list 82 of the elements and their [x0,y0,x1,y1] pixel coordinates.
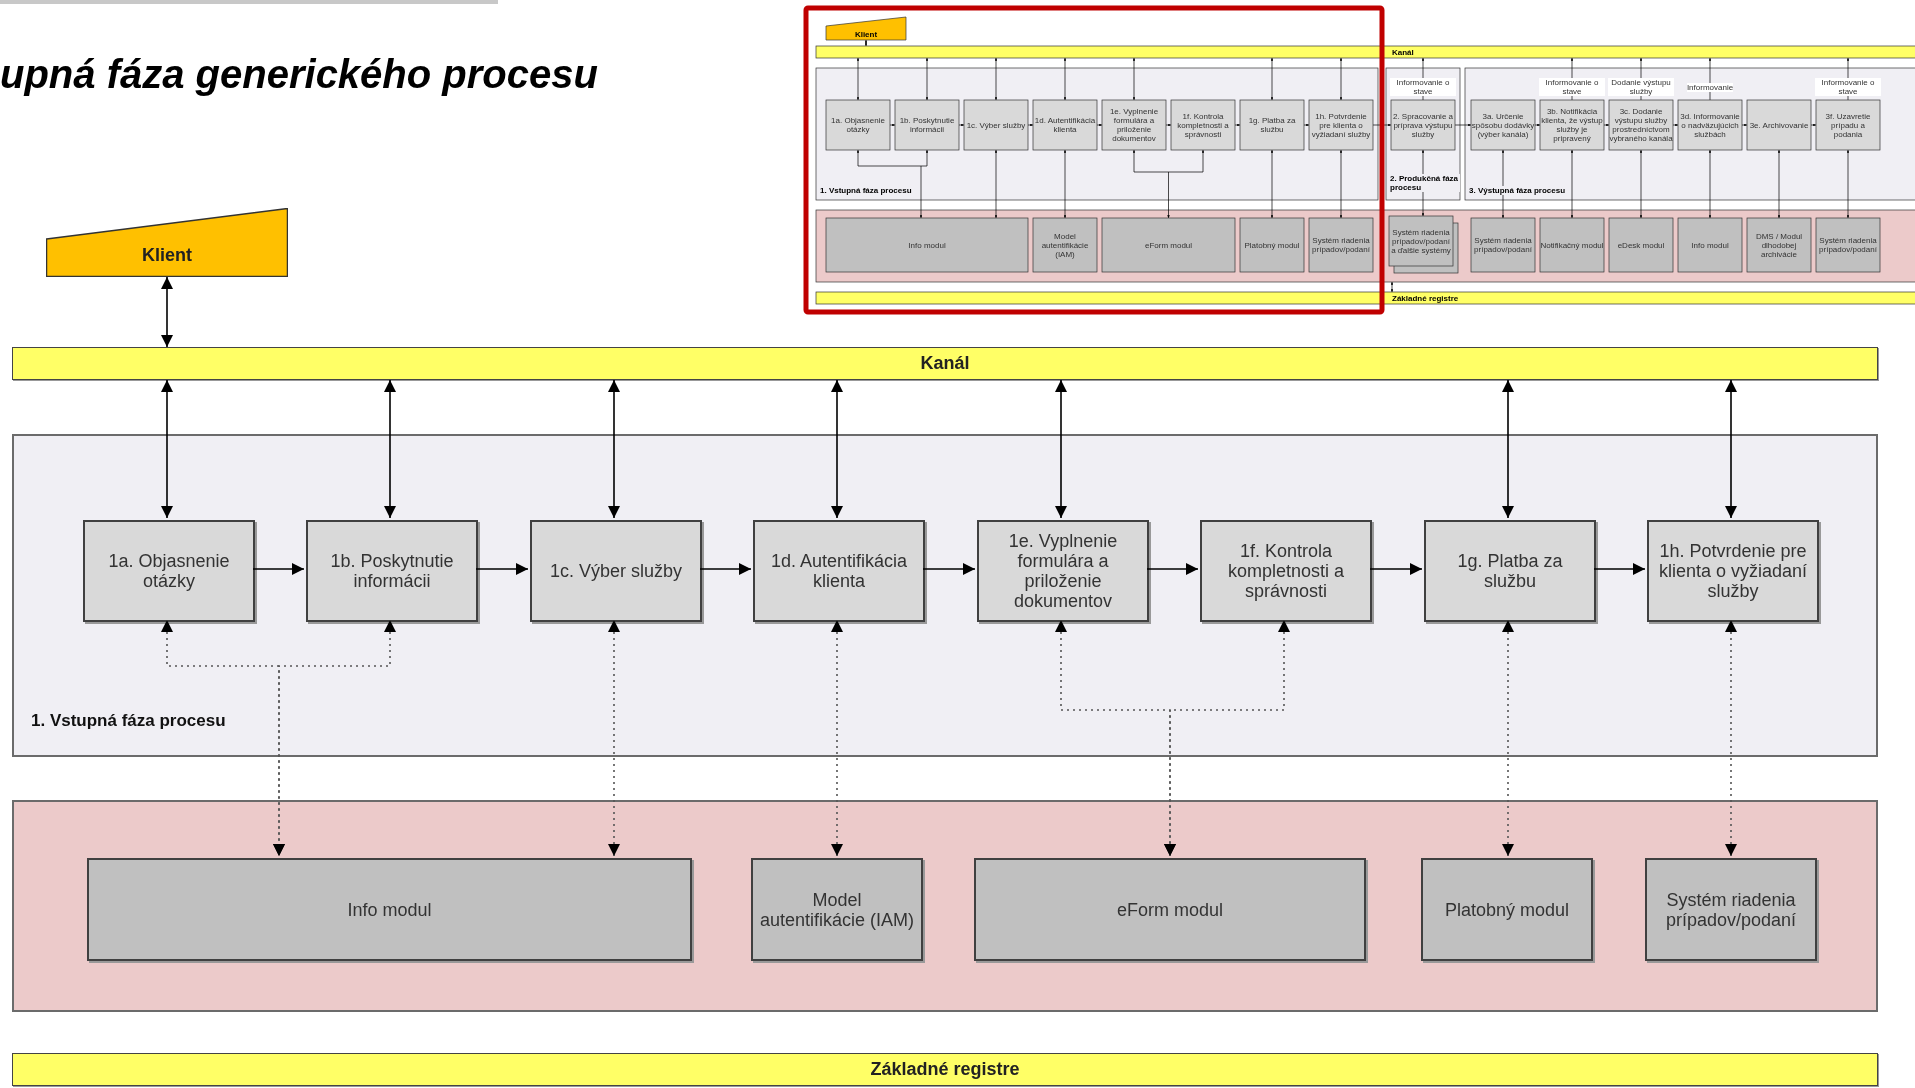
overview-step-text: 1d. Autentifikácia klienta [1033,116,1097,134]
band-background [12,800,1878,1012]
overview-step-text: 1f. Kontrola kompletnosti a správnosti [1176,111,1230,139]
arrow [1146,563,1199,575]
arrow [1055,379,1067,519]
overview-note: Informovanie [1686,82,1734,92]
module-box: Systém riadenia prípadov/podaní [1645,858,1817,961]
overview-module-text: Platobný modul [1244,240,1300,250]
arrow [831,379,843,519]
arrow [699,563,752,575]
module-box: Info modul [87,858,692,961]
phase-container [12,434,1878,757]
overview-step-text: 1g. Platba za službu [1247,116,1297,134]
overview-note: Informovanie o stave [1815,78,1881,96]
module-box: eForm modul [974,858,1366,961]
title: upná fáza generického procesu [0,51,598,98]
overview-note: Dodanie výstupu služby [1608,78,1674,96]
overview-note: Informovanie o stave [1390,78,1456,96]
overview-module-text: eForm modul [1144,240,1193,250]
overview-note: Informovanie o stave [1539,78,1605,96]
overview-step-text: 2. Spracovanie a príprava výstupu služby [1391,111,1454,139]
arrow [475,563,529,575]
arrow [1593,563,1646,575]
arrow [252,563,305,575]
dotted-connector [273,619,396,857]
overview-label: Kanál [1392,47,1414,57]
overview-heading: 1. Vstupná fáza procesu [820,186,912,195]
overview-step-text: 1e. Vyplnenie formulára a priloženie dokumentov [1108,107,1160,143]
overview-label: Základné registre [1392,293,1459,303]
overview-module-text: Systém riadenia prípadov/podaní [1311,236,1371,254]
dotted-connector [608,619,620,857]
overview-step-text: 3e. Archivovanie [1749,120,1809,130]
process-box: 1e. Vyplnenie formulára a priloženie dokumentov [977,520,1149,622]
overview-step-text: 1a. Objasnenie otázky [830,116,886,134]
overview-step-text: 3c. Dodanie výstupu služby prostredníctvom vybraného kanála [1609,107,1673,143]
process-box: 1b. Poskytnutie informácii [306,520,478,622]
process-box: 1f. Kontrola kompletnosti a správnosti [1200,520,1372,622]
module-box: Model autentifikácie (IAM) [751,858,923,961]
overview-step-text: 1b. Poskytnutie informácii [898,116,956,134]
arrow [161,379,173,519]
arrow [161,276,173,348]
dotted-connector [1164,619,1290,857]
dotted-connector [831,619,843,857]
overview-step-text: 3d. Informovanie o nadväzujúcich službách [1679,111,1741,139]
overview-module-text: eDesk modul [1617,240,1665,250]
overview-module-text: Info modul [1691,240,1729,250]
module-box: Platobný modul [1421,858,1593,961]
client-trapezoid [46,208,288,277]
overview-module-text: Systém riadenia prípadov/podaní [1818,236,1878,254]
process-box: 1g. Platba za službu [1424,520,1596,622]
arrow [384,379,396,519]
process-box: 1c. Výber služby [530,520,702,622]
overview-module-text: Notifikačný modul [1540,240,1604,250]
overview-step-text: 1h. Potvrdenie pre klienta o vyžiadaní služby [1310,111,1372,139]
arrow [922,563,976,575]
overview-step-text: 1c. Výber služby [966,120,1026,130]
arrow [1725,379,1737,519]
overview-step-text: 3f. Uzavretie prípadu a podania [1824,111,1872,139]
channel-bar [12,1053,1878,1086]
bar-label: Kanál [920,352,970,375]
bar-label: Základné registre [870,1058,1020,1081]
node-label: Klient [142,244,192,267]
overview-heading: 3. Výstupná fáza procesu [1469,186,1566,195]
arrow [608,379,620,519]
process-box: 1h. Potvrdenie pre klienta o vyžiadaní služby [1647,520,1819,622]
dotted-connector [1502,619,1514,857]
overview-module-text: DMS / Modul dlhodobej archivácie [1754,231,1804,259]
overview-module-text: Systém riadenia prípadov/podaní a ďalšie systémy [1390,227,1452,255]
overview-step-text: 3a. Určenie spôsobu dodávky (výber kanála) [1471,111,1535,139]
arrow [1502,379,1514,519]
overview-module-text: Model autentifikácie (IAM) [1040,231,1090,259]
channel-bar [12,347,1878,380]
process-box: 1d. Autentifikácia klienta [753,520,925,622]
dotted-connector [1725,619,1737,857]
overview-step-text: 3b. Notifikácia klienta, že výstup služby je pripravený [1540,107,1604,143]
phase-heading: 1. Vstupná fáza procesu [31,711,226,730]
overview-module-text: Info modul [908,240,946,250]
overview-label: Klient [854,30,878,39]
arrow [1369,563,1423,575]
process-box: 1a. Objasnenie otázky [83,520,255,622]
overview-module-text: Systém riadenia prípadov/podaní [1473,236,1533,254]
overview-heading: 2. Produkčná fáza procesu [1390,174,1460,192]
